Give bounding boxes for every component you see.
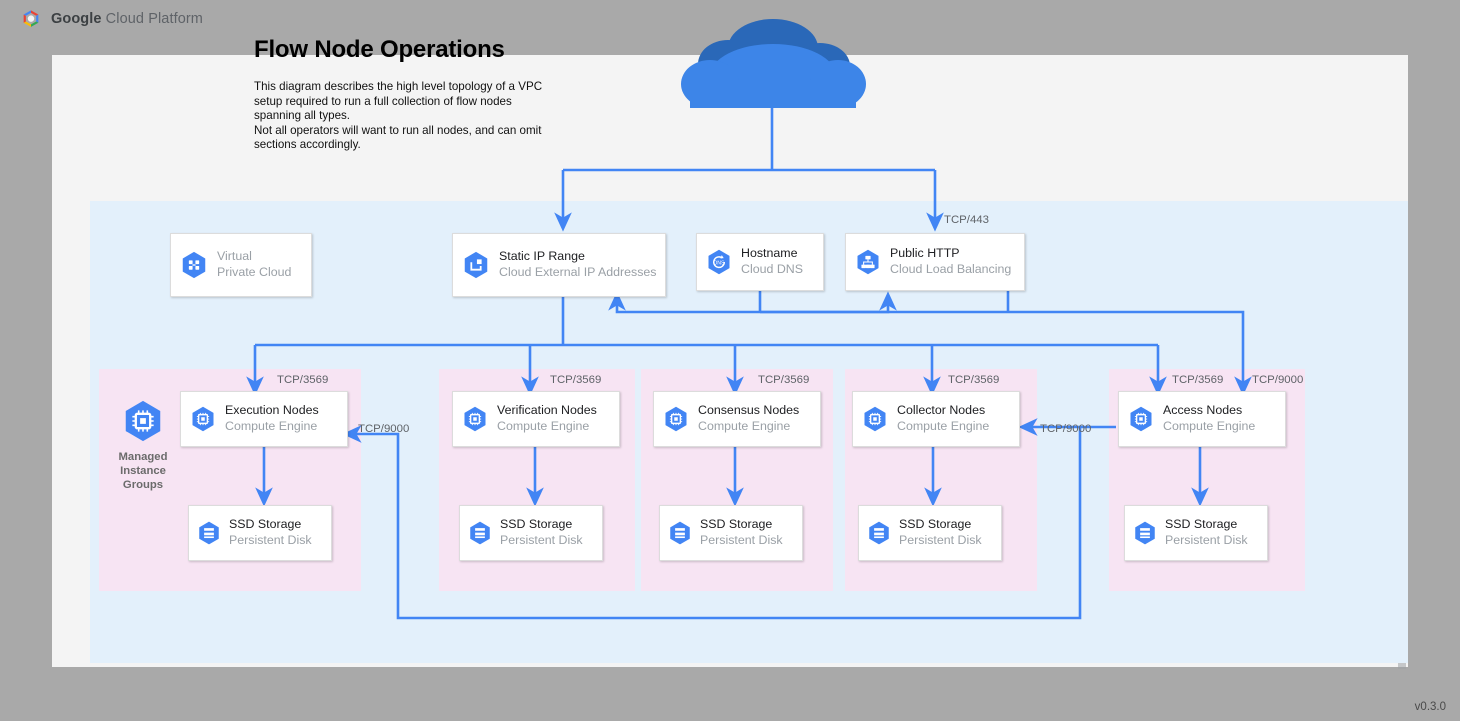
card-hostname[interactable]: DNS Hostname Cloud DNS [696,233,824,291]
persistent-disk-icon [460,520,500,546]
card-collector-storage[interactable]: SSD Storage Persistent Disk [858,505,1011,570]
card-label: Access Nodes Compute Engine [1163,403,1255,435]
node-title: Access Nodes [1163,403,1243,418]
page-title: Flow Node Operations [254,36,505,63]
virtual-private-cloud-icon [171,250,217,280]
card-static-ip-range[interactable]: Static IP Range Cloud External IP Addres… [452,233,675,306]
managed-instance-groups-icon [120,398,166,444]
persistent-disk-icon [1125,520,1165,546]
storage-title: SSD Storage [229,517,302,532]
card-label: SSD Storage Persistent Disk [700,517,783,549]
storage-subtitle: Persistent Disk [1165,533,1248,547]
label-tcp443: TCP/443 [944,214,989,226]
node-subtitle: Compute Engine [225,419,318,433]
description-line-1: This diagram describes the high level to… [254,80,543,123]
label-collector-tcp3569: TCP/3569 [948,374,1000,386]
storage-subtitle: Persistent Disk [700,533,783,547]
label-access-tcp9000: TCP/9000 [1252,374,1304,386]
card-access-nodes[interactable]: Access Nodes Compute Engine [1118,391,1295,456]
cloud-icon [681,19,866,108]
hostname-subtitle: Cloud DNS [741,262,803,276]
static-ip-title: Static IP Range [499,249,585,264]
label-verification-tcp3569: TCP/3569 [550,374,602,386]
mig-line-3: Groups [122,479,164,491]
card-virtual-private-cloud[interactable]: Virtual Private Cloud [170,233,312,297]
mig-line-2: Instance [120,465,166,477]
card-label: SSD Storage Persistent Disk [500,517,583,549]
diagram-description: This diagram describes the high level to… [254,80,544,153]
brand-bar: Google Cloud Platform [20,8,203,30]
storage-title: SSD Storage [700,517,773,532]
label-access-tcp3569: TCP/3569 [1172,374,1224,386]
brand-suffix: Cloud Platform [101,11,203,27]
persistent-disk-icon [859,520,899,546]
card-label: SSD Storage Persistent Disk [229,517,312,549]
card-label: Virtual Private Cloud [217,249,291,281]
label-consensus-tcp3569: TCP/3569 [758,374,810,386]
label-execution-tcp3569: TCP/3569 [277,374,329,386]
version-label: v0.3.0 [1414,701,1446,713]
card-label: Collector Nodes Compute Engine [897,403,989,435]
card-verification-storage[interactable]: SSD Storage Persistent Disk [459,505,612,570]
card-consensus-nodes[interactable]: Consensus Nodes Compute Engine [653,391,830,456]
storage-title: SSD Storage [500,517,573,532]
card-label: SSD Storage Persistent Disk [899,517,982,549]
label-access-to-collector-tcp9000: TCP/9000 [1040,423,1092,435]
persistent-disk-icon [660,520,700,546]
compute-engine-icon [654,405,698,433]
card-label: Hostname Cloud DNS [741,246,803,278]
compute-engine-icon [1119,405,1163,433]
node-subtitle: Compute Engine [497,419,590,433]
managed-instance-groups-label: Managed Instance Groups [108,450,178,492]
card-label: Consensus Nodes Compute Engine [698,403,799,435]
brand-google: Google [51,11,102,27]
description-line-2: Not all operators will want to run all n… [254,123,542,152]
card-label: Execution Nodes Compute Engine [225,403,319,435]
card-label: SSD Storage Persistent Disk [1165,517,1248,549]
brand-label: Google Cloud Platform [51,11,203,27]
card-label: Public HTTP Cloud Load Balancing [890,246,1011,278]
storage-subtitle: Persistent Disk [500,533,583,547]
cloud-dns-icon: DNS [697,248,741,276]
internet-cloud [680,18,866,110]
node-title: Execution Nodes [225,403,319,418]
node-subtitle: Compute Engine [897,419,990,433]
storage-subtitle: Persistent Disk [899,533,982,547]
vpc-title-line1: Virtual [217,249,252,264]
node-title: Verification Nodes [497,403,597,418]
hostname-title: Hostname [741,246,798,261]
vpc-title-line2: Private Cloud [217,265,292,279]
card-execution-nodes[interactable]: Execution Nodes Compute Engine [180,391,357,456]
card-consensus-storage[interactable]: SSD Storage Persistent Disk [659,505,812,570]
static-ip-subtitle: Cloud External IP Addresses [499,265,657,279]
node-title: Consensus Nodes [698,403,800,418]
card-label: Static IP Range Cloud External IP Addres… [499,249,657,281]
persistent-disk-icon [189,520,229,546]
node-subtitle: Compute Engine [1163,419,1256,433]
card-verification-nodes[interactable]: Verification Nodes Compute Engine [452,391,629,456]
storage-subtitle: Persistent Disk [229,533,312,547]
compute-engine-icon [181,405,225,433]
storage-title: SSD Storage [1165,517,1238,532]
public-http-subtitle: Cloud Load Balancing [890,262,1012,276]
external-ip-address-icon [453,250,499,280]
node-title: Collector Nodes [897,403,986,418]
card-collector-nodes[interactable]: Collector Nodes Compute Engine [852,391,1029,456]
mig-line-1: Managed [118,451,168,463]
public-http-title: Public HTTP [890,246,960,261]
card-access-storage[interactable]: SSD Storage Persistent Disk [1124,505,1277,570]
cloud-load-balancing-icon [846,248,890,276]
compute-engine-icon [853,405,897,433]
card-public-http[interactable]: Public HTTP Cloud Load Balancing [845,233,1025,291]
google-cloud-logo-icon [20,8,42,30]
svg-text:DNS: DNS [713,260,725,266]
card-execution-storage[interactable]: SSD Storage Persistent Disk [188,505,341,570]
card-label: Verification Nodes Compute Engine [497,403,597,435]
node-subtitle: Compute Engine [698,419,791,433]
storage-title: SSD Storage [899,517,972,532]
label-access-to-execution-tcp9000: TCP/9000 [358,423,410,435]
compute-engine-icon [453,405,497,433]
